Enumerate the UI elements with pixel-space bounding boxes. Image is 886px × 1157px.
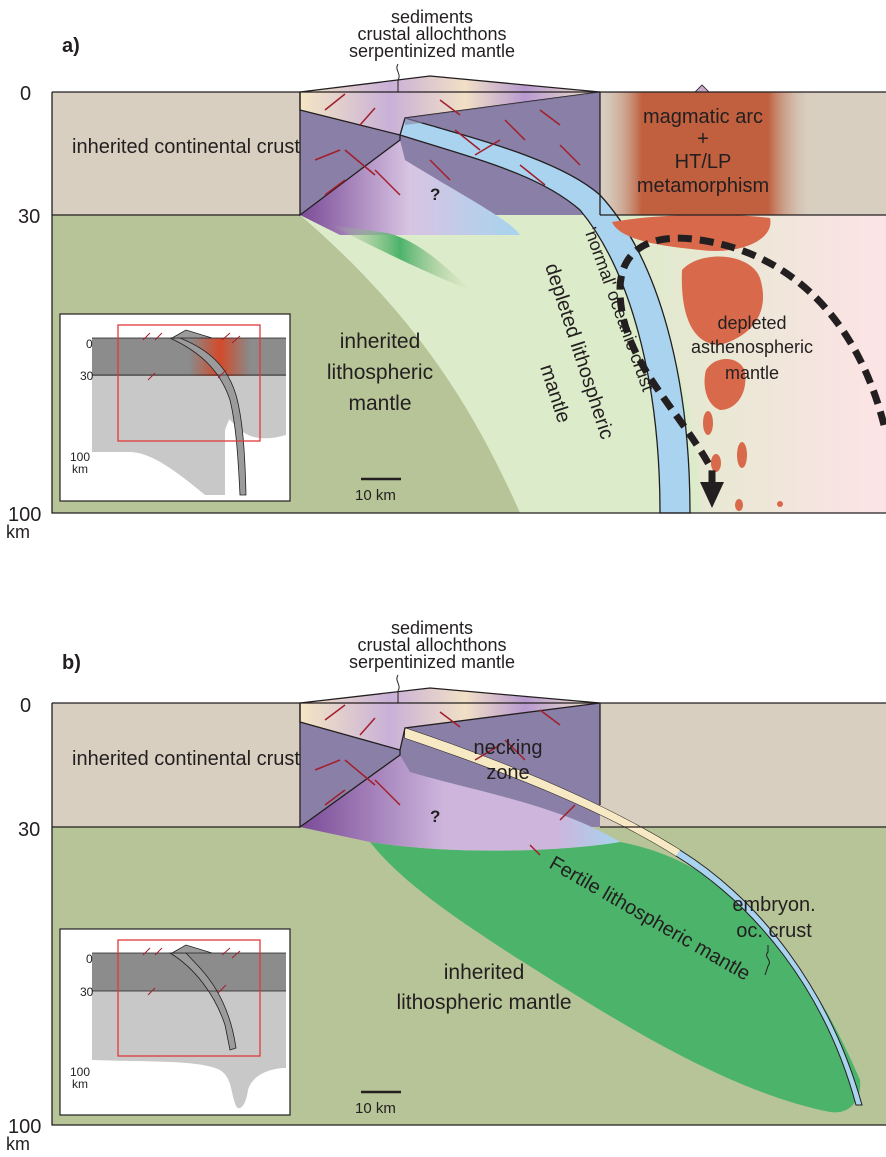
svg-text:asthenospheric: asthenospheric — [691, 337, 813, 357]
label-lith-mantle: inherited — [340, 330, 421, 353]
question-mark: ? — [430, 807, 440, 826]
depth-tick: 100 — [8, 1116, 41, 1138]
panel-label: a) — [62, 35, 80, 57]
svg-text:km: km — [72, 462, 88, 476]
label-asthenosphere: depleted — [717, 313, 786, 333]
svg-text:0: 0 — [86, 337, 93, 351]
panel-label: b) — [62, 652, 81, 674]
svg-text:lithospheric mantle: lithospheric mantle — [396, 991, 571, 1014]
svg-text:mantle: mantle — [348, 392, 411, 415]
depth-tick: 30 — [18, 819, 40, 841]
question-mark: ? — [430, 185, 440, 204]
fertile-mantle — [370, 842, 861, 1113]
svg-text:metamorphism: metamorphism — [637, 175, 769, 197]
label-sediments: sediments — [391, 7, 473, 27]
label-serpentinized: serpentinized mantle — [349, 652, 515, 672]
panel-b: 10 km b) 0 30 100 km sediments crustal a… — [6, 618, 886, 1154]
magma-body — [612, 214, 771, 251]
exhumed-mantle-wedge — [300, 140, 520, 235]
svg-text:+: + — [697, 128, 709, 150]
label-magmatic-arc: magmatic arc — [643, 106, 763, 128]
label-embryonic: embryon. — [732, 894, 815, 916]
depth-unit: km — [6, 1134, 30, 1154]
svg-text:100: 100 — [70, 1065, 90, 1079]
asthenosphere-region — [610, 215, 886, 513]
depth-tick: 0 — [20, 695, 31, 717]
svg-text:100: 100 — [70, 450, 90, 464]
svg-text:30: 30 — [80, 369, 94, 383]
magma-body — [704, 358, 746, 410]
svg-text:HT/LP: HT/LP — [675, 151, 732, 173]
panel-a: 10 km a) 0 30 100 km sediments crustal a… — [6, 7, 886, 542]
inset-b: 0 30 100 km — [59, 928, 291, 1116]
svg-text:lithospheric: lithospheric — [327, 361, 433, 384]
svg-text:30: 30 — [80, 985, 94, 999]
mantle-flow-arrow — [616, 234, 886, 485]
label-allochthons: crustal allochthons — [357, 24, 506, 44]
svg-text:0: 0 — [86, 952, 93, 966]
arrow-head-icon — [700, 482, 724, 508]
fault-marks — [314, 93, 581, 196]
svg-text:mantle: mantle — [725, 363, 779, 383]
depth-tick: 30 — [18, 206, 40, 228]
magma-body — [681, 256, 764, 345]
inset-a: 0 30 100 km — [59, 313, 291, 502]
depth-unit: km — [6, 522, 30, 542]
label-allochthons: crustal allochthons — [357, 635, 506, 655]
svg-text:km: km — [72, 1077, 88, 1091]
fault-marks — [314, 704, 576, 856]
svg-text:zone: zone — [486, 762, 529, 784]
fertile-patch — [330, 225, 470, 290]
label-continental-crust: inherited continental crust — [72, 136, 300, 158]
exhumed-mantle-wedge — [300, 755, 620, 851]
svg-text:oc. crust: oc. crust — [736, 920, 812, 942]
label-sediments: sediments — [391, 618, 473, 638]
label-serpentinized: serpentinized mantle — [349, 41, 515, 61]
magmatic-arc — [600, 92, 810, 215]
label-continental-crust: inherited continental crust — [72, 748, 300, 770]
scale-label: 10 km — [355, 1100, 396, 1117]
scale-label: 10 km — [355, 487, 396, 504]
depth-tick: 0 — [20, 83, 31, 105]
depth-tick: 100 — [8, 504, 41, 526]
label-necking: necking — [474, 737, 543, 759]
label-lith-mantle: inherited — [444, 961, 525, 984]
